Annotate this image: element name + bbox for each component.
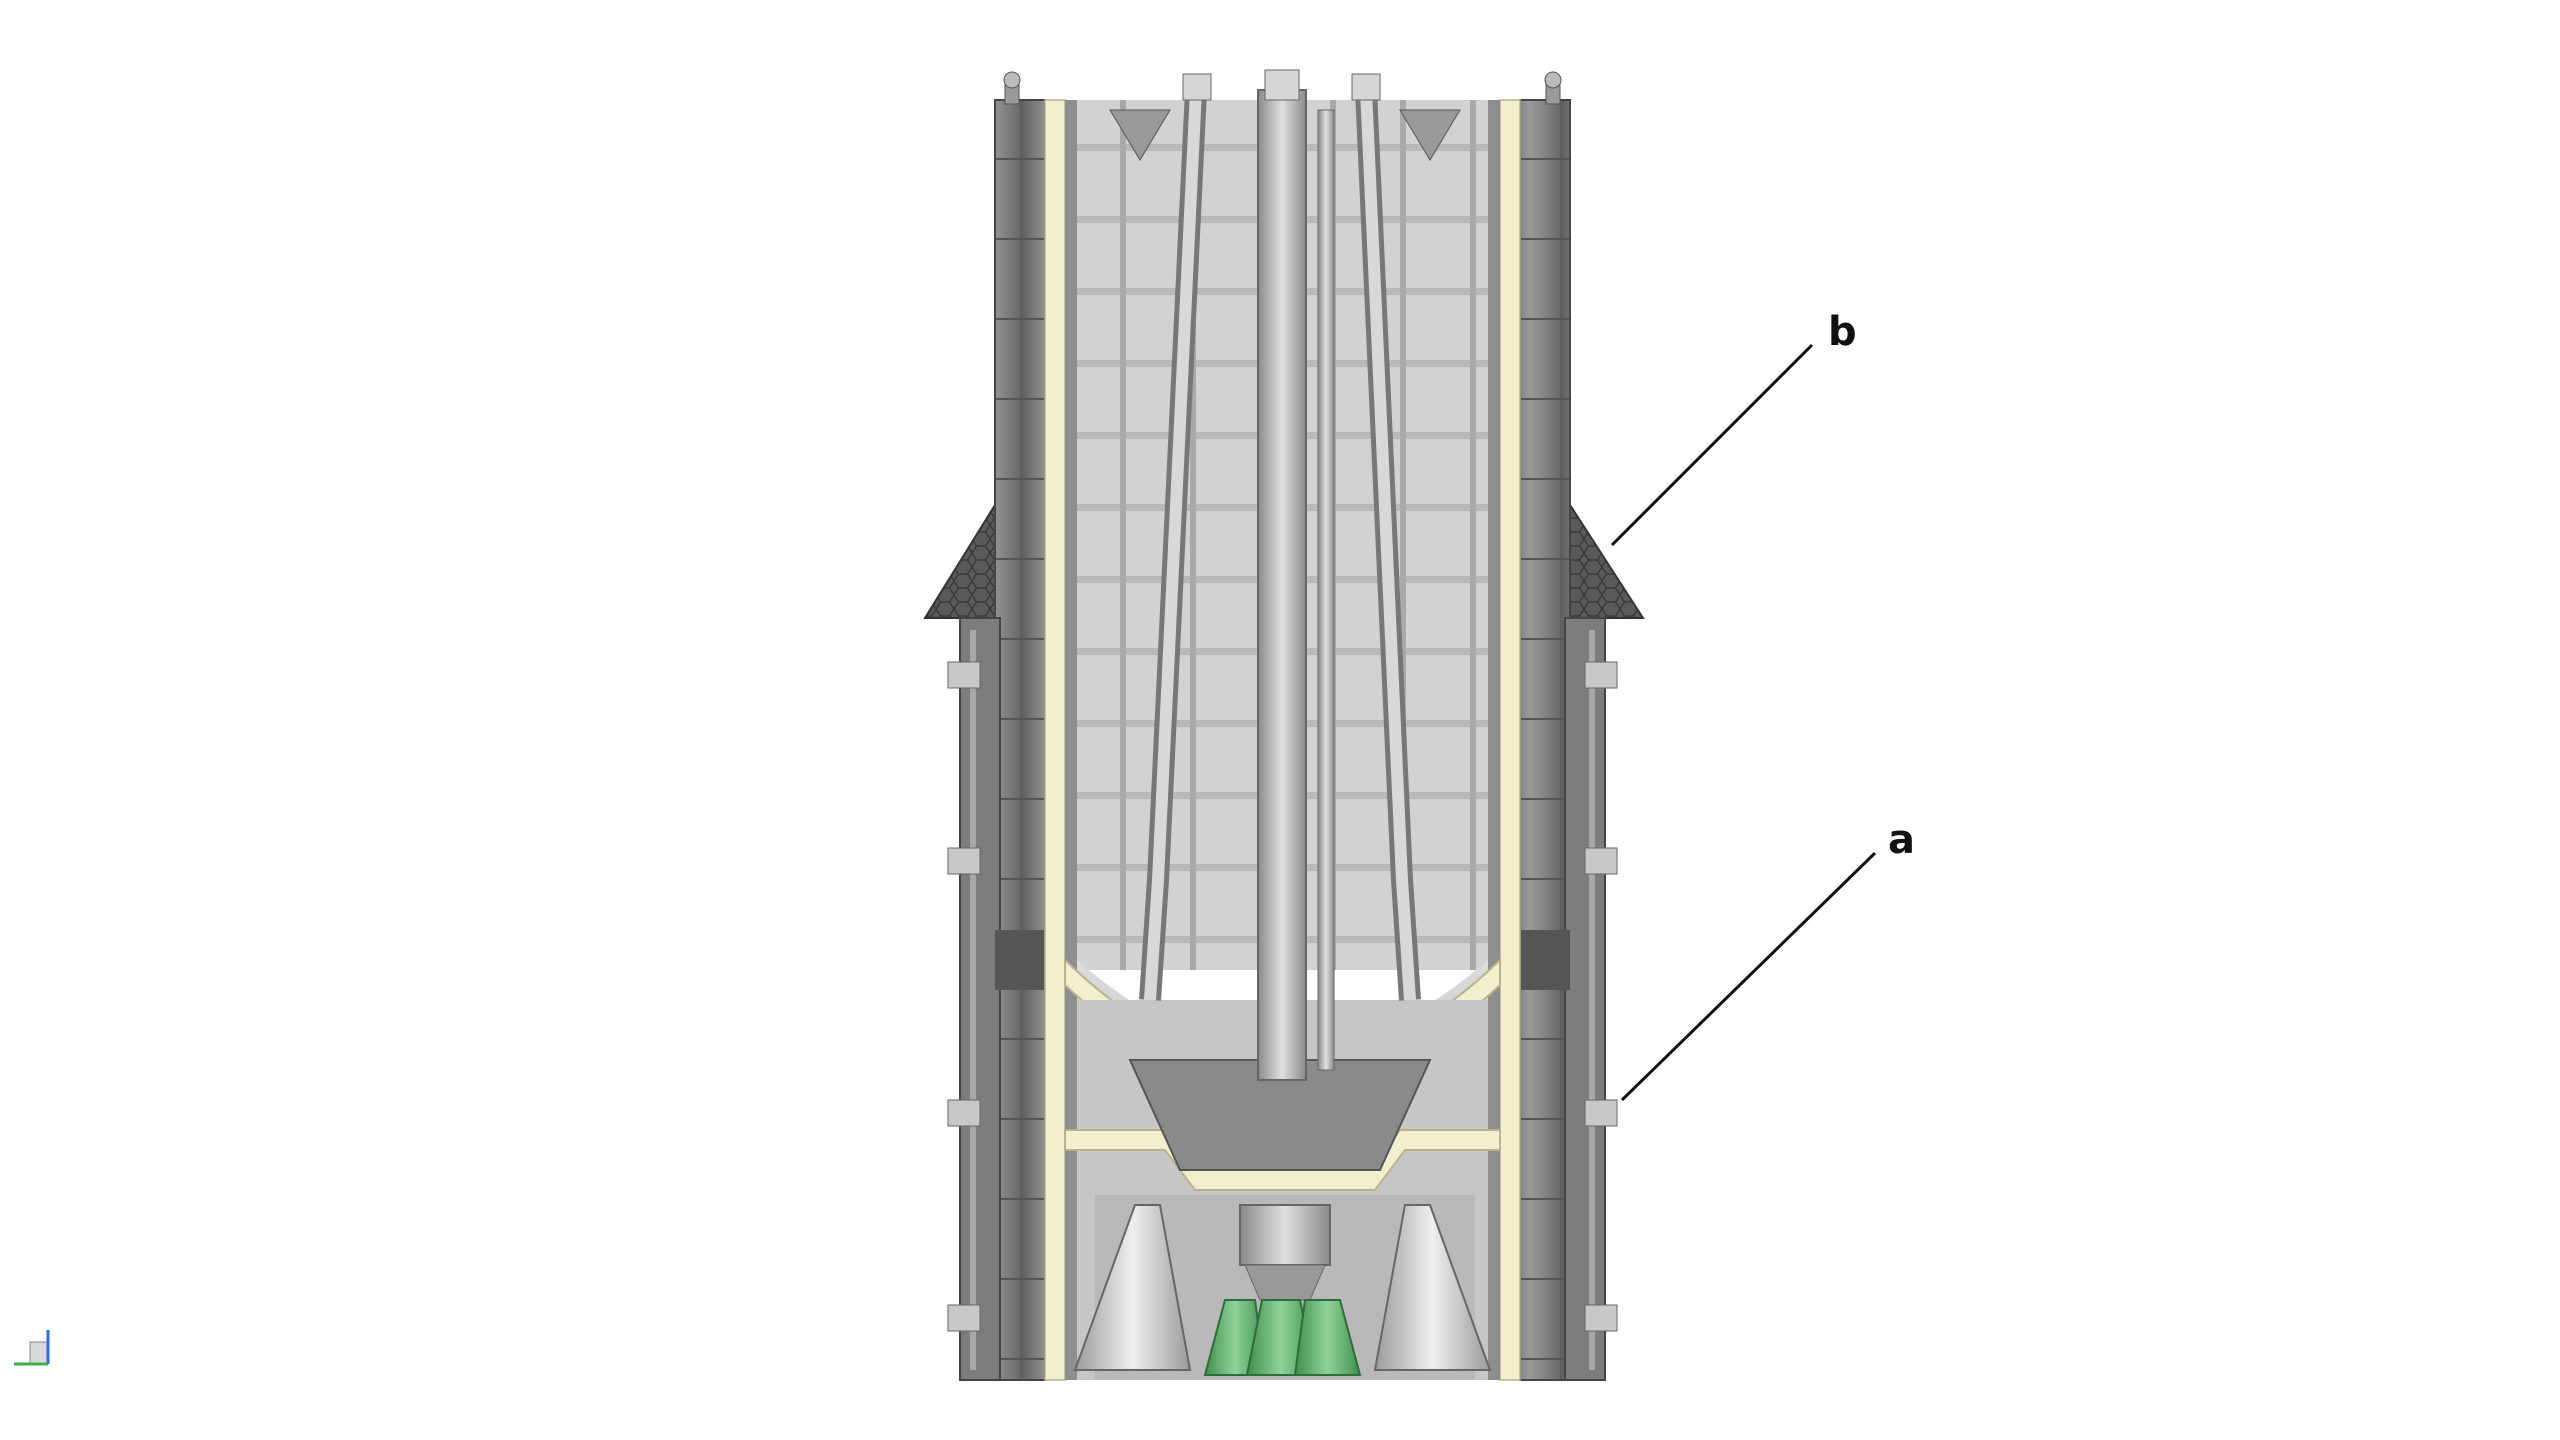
center-engine	[1239, 1204, 1331, 1301]
transfer-tube	[1317, 109, 1335, 1071]
insulation-lining	[1044, 99, 1521, 1381]
right-fin	[1569, 501, 1645, 619]
left-fin	[923, 501, 996, 619]
feed-pipe-right	[1351, 73, 1421, 1001]
engine-nozzle-green-cluster	[1203, 1299, 1362, 1376]
inner-wall-left	[1065, 100, 1077, 1380]
hull-right	[1519, 71, 1618, 1381]
callout-a-leader	[1620, 851, 1877, 1102]
central-downcomer	[1257, 69, 1307, 1081]
inner-wall-right	[1488, 100, 1500, 1380]
cone-left	[1109, 109, 1171, 161]
engine-nozzle-left	[1073, 1204, 1192, 1371]
callout-a-label: a	[1888, 817, 1915, 863]
feed-pipe-left	[1139, 73, 1212, 1001]
engine-nozzle-right	[1373, 1204, 1492, 1371]
cone-right	[1399, 109, 1461, 161]
callout-b-leader	[1610, 343, 1814, 547]
callout-b: b	[1610, 309, 1857, 547]
hull-left	[947, 71, 1046, 1381]
axis-triad-icon	[14, 1330, 50, 1366]
callout-a: a	[1620, 817, 1915, 1102]
callout-b-label: b	[1828, 309, 1857, 355]
